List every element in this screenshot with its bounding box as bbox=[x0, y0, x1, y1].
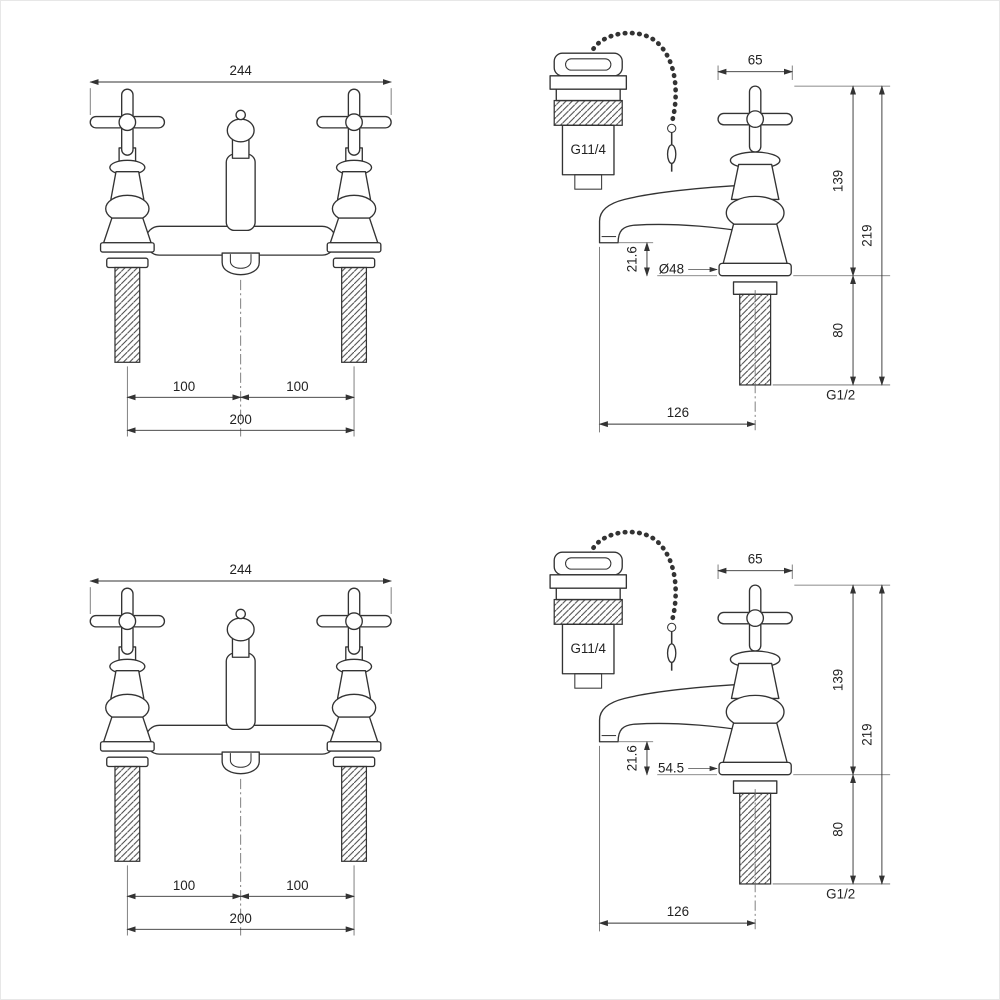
dim-right-centre: 100 bbox=[286, 379, 308, 394]
dim-handle-to-deck: 139 bbox=[830, 169, 845, 191]
label-inlet-thread: G1/2 bbox=[826, 387, 855, 402]
dim-left-centre: 100 bbox=[172, 379, 194, 394]
dim-right-centre: 100 bbox=[286, 878, 308, 893]
dim-handle-to-deck: 139 bbox=[830, 668, 845, 690]
quadrant-side-view-top: 65 G11/4 139 219 80 21.6 Ø48 126 G1/2 bbox=[500, 1, 999, 500]
dim-spout-clearance: 21.6 bbox=[624, 745, 639, 771]
quadrant-front-view-top: 244 100 100 200 bbox=[1, 1, 500, 500]
quadrant-front-view-bottom: 244 100 100 200 bbox=[1, 500, 500, 999]
dim-centres-total: 200 bbox=[229, 412, 251, 427]
label-inlet-thread: G1/2 bbox=[826, 886, 855, 901]
dim-overall-width: 244 bbox=[229, 561, 252, 576]
dim-spout-reach: 126 bbox=[666, 903, 688, 918]
quadrant-side-view-bottom: 65 G11/4 139 219 80 21.6 54.5 126 G1/2 bbox=[500, 500, 999, 999]
dim-below-deck: 80 bbox=[830, 821, 845, 836]
dim-centres-total: 200 bbox=[229, 911, 251, 926]
dim-flange-diameter: Ø48 bbox=[658, 261, 683, 276]
front-view-bottom: 244 100 100 200 bbox=[14, 561, 488, 981]
dim-left-centre: 100 bbox=[172, 878, 194, 893]
dim-tap-width: 65 bbox=[747, 551, 762, 566]
front-view-top: 244 100 100 200 bbox=[14, 62, 488, 482]
dim-tap-width: 65 bbox=[747, 52, 762, 67]
dim-flange-diameter: 54.5 bbox=[658, 760, 684, 775]
dim-overall-height: 219 bbox=[859, 723, 874, 745]
side-view-top: 65 G11/4 139 219 80 21.6 Ø48 126 G1/2 bbox=[513, 20, 987, 482]
dim-spout-reach: 126 bbox=[666, 404, 688, 419]
dim-overall-height: 219 bbox=[859, 224, 874, 246]
label-waste-thread: G11/4 bbox=[570, 641, 606, 656]
side-view-bottom: 65 G11/4 139 219 80 21.6 54.5 126 G1/2 bbox=[513, 519, 987, 981]
dim-spout-clearance: 21.6 bbox=[624, 246, 639, 272]
dim-below-deck: 80 bbox=[830, 322, 845, 337]
label-waste-thread: G11/4 bbox=[570, 142, 606, 157]
dim-overall-width: 244 bbox=[229, 62, 252, 77]
